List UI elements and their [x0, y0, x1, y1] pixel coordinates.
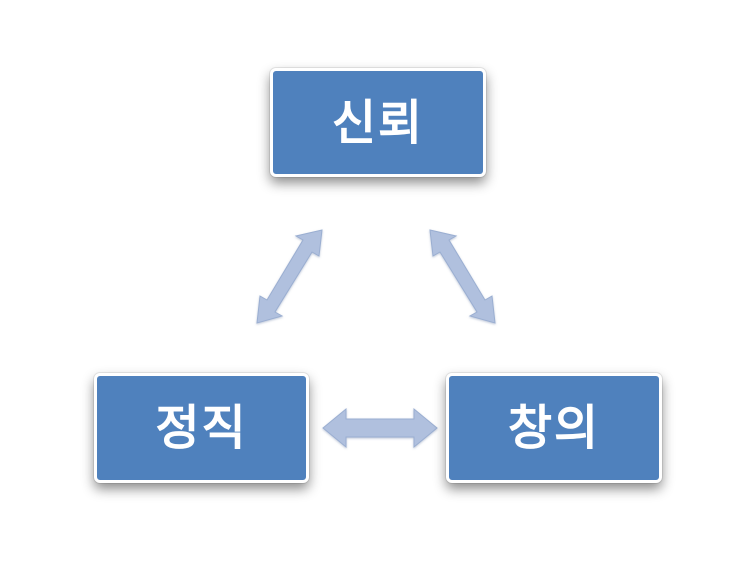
arrow-left-right — [322, 407, 438, 449]
node-trust-label: 신뢰 — [331, 94, 425, 151]
node-honesty: 정직 — [94, 373, 309, 483]
arrow-top-right — [429, 229, 496, 324]
node-creativity: 창의 — [446, 373, 662, 483]
node-honesty-label: 정직 — [155, 400, 248, 456]
node-trust: 신뢰 — [270, 68, 486, 177]
node-creativity-label: 창의 — [507, 400, 601, 456]
arrow-top-left — [256, 229, 323, 324]
